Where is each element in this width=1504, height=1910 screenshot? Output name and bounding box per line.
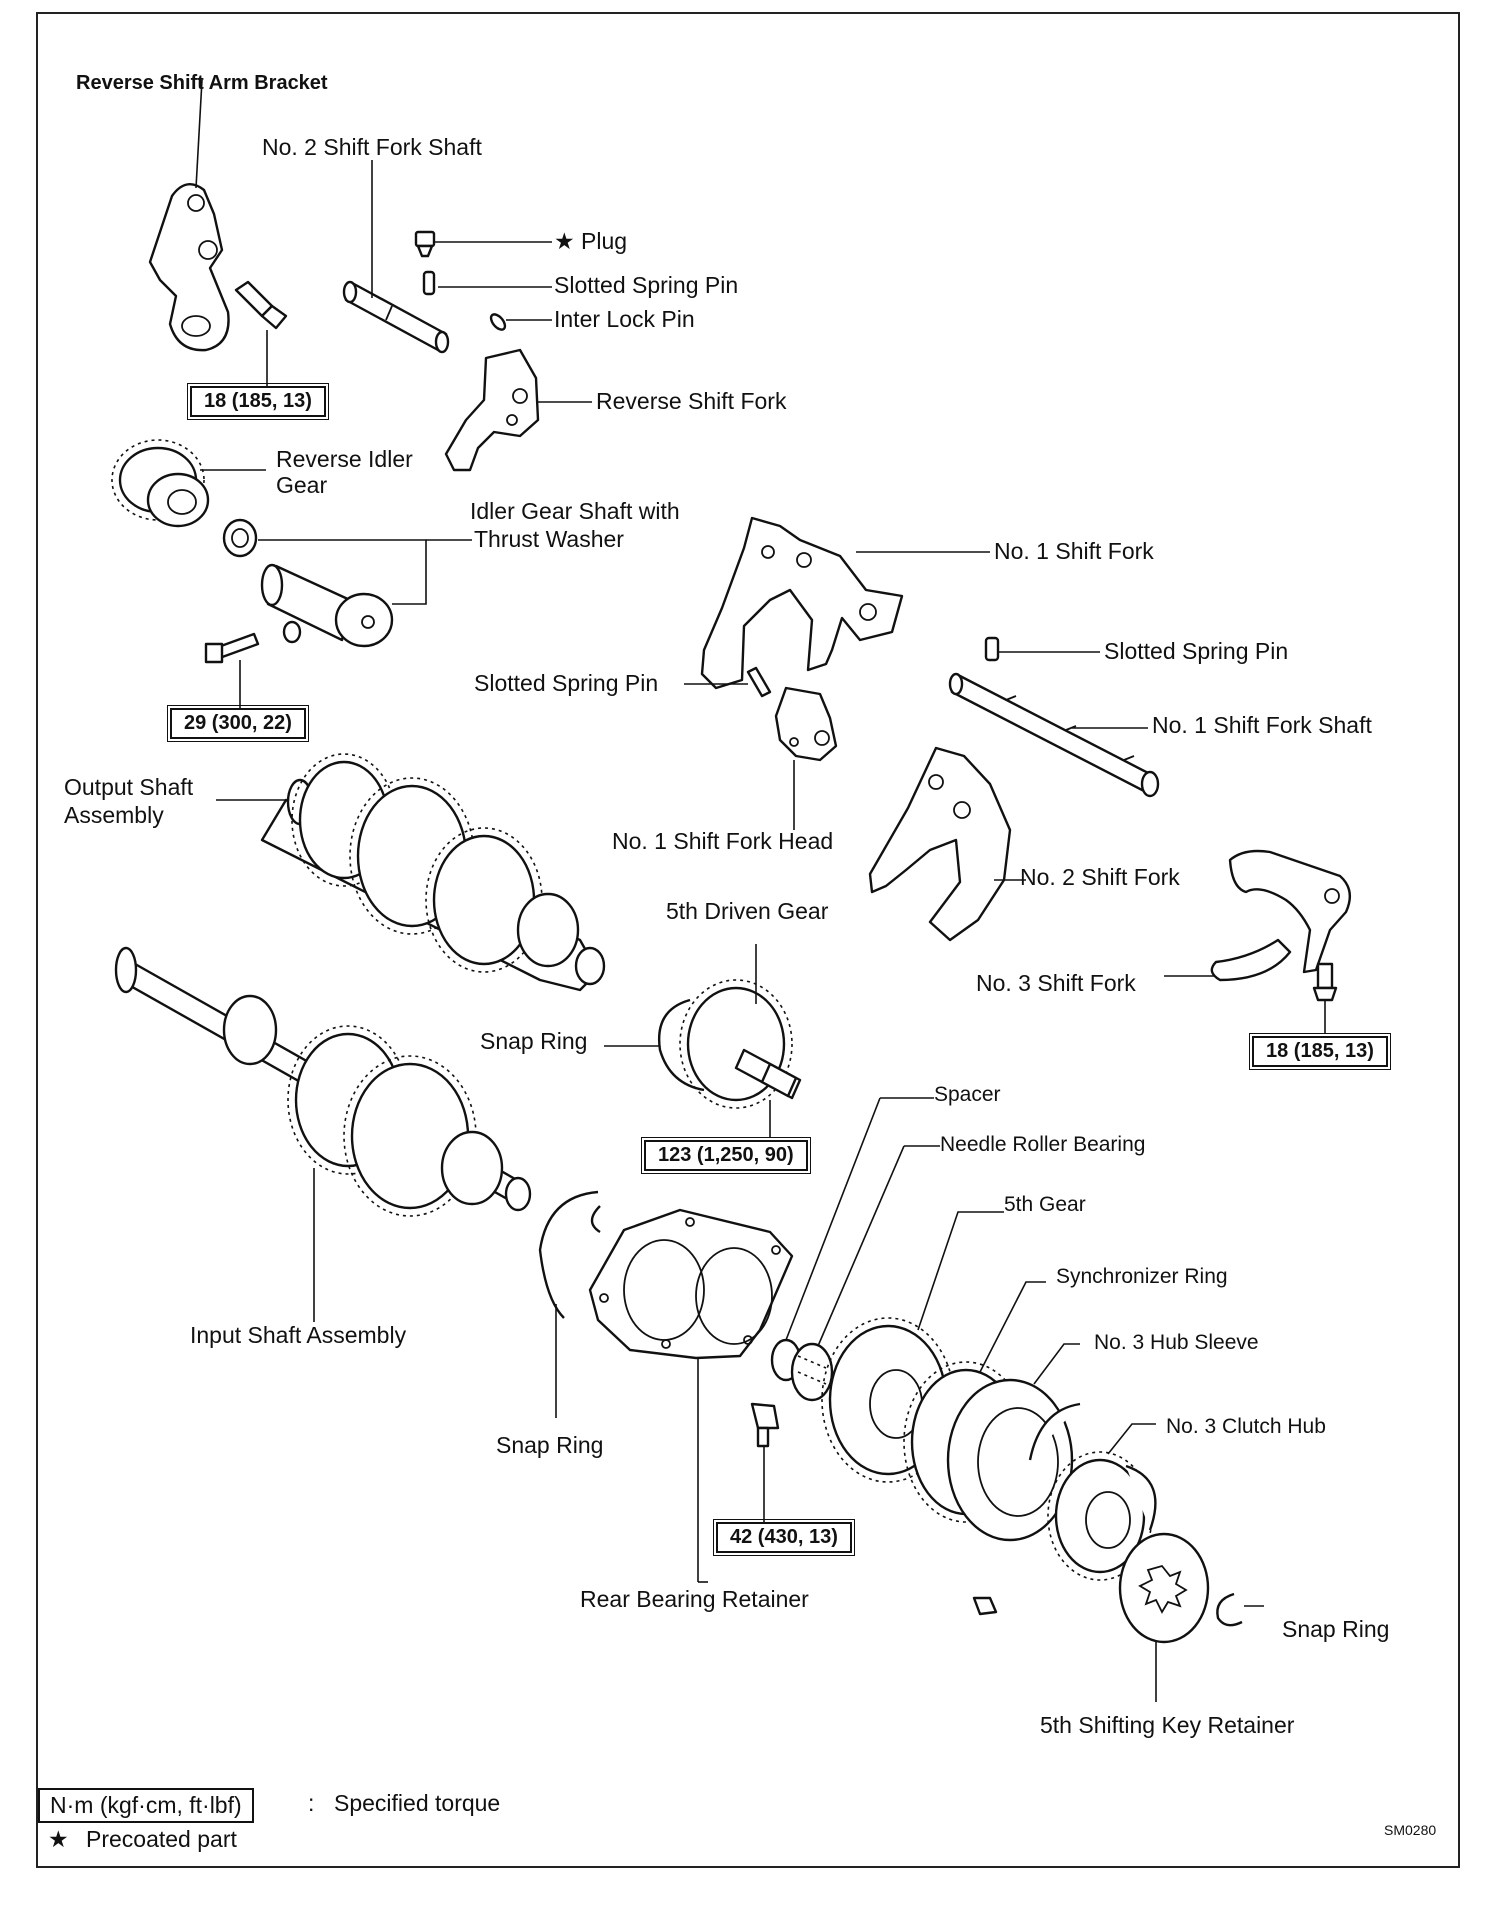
idler-bolt-part <box>204 632 260 664</box>
label-slotted-spring-pin-top: Slotted Spring Pin <box>554 272 739 298</box>
legend-precoated-part: Precoated part <box>86 1826 237 1852</box>
label-fifth-driven-gear: 5th Driven Gear <box>666 898 829 924</box>
torque-idler-bolt: 29 (300, 22) <box>167 705 309 742</box>
legend-separator: : <box>308 1790 315 1816</box>
label-no3-shift-fork: No. 3 Shift Fork <box>976 970 1136 996</box>
no3-shift-fork-part <box>1210 849 1352 982</box>
label-idler-gear-shaft-line1: Idler Gear Shaft with <box>470 498 680 524</box>
snap-ring-lower-part <box>538 1190 601 1319</box>
label-reverse-shift-arm-bracket: Reverse Shift Arm Bracket <box>76 72 328 94</box>
idler-washer-part <box>282 620 302 644</box>
bracket-bolt-part <box>234 280 288 330</box>
snap-ring-right-part <box>1216 1592 1243 1627</box>
label-fifth-gear: 5th Gear <box>1004 1193 1086 1216</box>
legend-specified-torque: Specified torque <box>334 1790 501 1816</box>
key-spring-part <box>1028 1402 1081 1461</box>
torque-driven-gear-nut: 123 (1,250, 90) <box>641 1137 811 1174</box>
label-spacer: Spacer <box>934 1083 1001 1106</box>
slotted-spring-pin-mid-part <box>746 666 772 698</box>
label-inter-lock-pin: Inter Lock Pin <box>554 306 695 332</box>
no1-shift-fork-part <box>700 516 904 690</box>
inter-lock-pin-part <box>489 313 507 331</box>
torque-bracket-bolt: 18 (185, 13) <box>187 383 329 420</box>
label-no3-hub-sleeve: No. 3 Hub Sleeve <box>1094 1331 1259 1354</box>
label-slotted-spring-pin-right: Slotted Spring Pin <box>1104 638 1289 664</box>
label-output-shaft-line1: Output Shaft <box>64 774 194 800</box>
legend-star-icon: ★ <box>48 1826 69 1852</box>
label-snap-ring-right: Snap Ring <box>1282 1616 1390 1642</box>
label-synchronizer-ring: Synchronizer Ring <box>1056 1265 1228 1288</box>
needle-roller-bearing-part <box>790 1342 834 1402</box>
label-reverse-idler-gear-line2: Gear <box>276 472 328 498</box>
no1-shift-fork-head-part <box>774 686 838 762</box>
label-plug: ★ Plug <box>554 228 628 254</box>
no3-clutch-hub-part <box>1047 1451 1153 1581</box>
label-no2-shift-fork: No. 2 Shift Fork <box>1020 864 1180 890</box>
label-reverse-idler-gear-line1: Reverse Idler <box>276 446 413 472</box>
label-no1-shift-fork-head: No. 1 Shift Fork Head <box>612 828 834 854</box>
reverse-shift-fork-part <box>444 348 540 472</box>
torque-retainer-bolt: 42 (430, 13) <box>713 1519 855 1556</box>
idler-gear-shaft-part <box>260 563 394 648</box>
label-slotted-spring-pin-mid: Slotted Spring Pin <box>474 670 659 696</box>
label-idler-gear-shaft-line2: Thrust Washer <box>474 526 624 552</box>
no3-hub-sleeve-part <box>946 1378 1074 1542</box>
label-snap-ring-mid: Snap Ring <box>480 1028 588 1054</box>
no2-shift-fork-part <box>868 746 1012 942</box>
label-fifth-shifting-key-retainer: 5th Shifting Key Retainer <box>1040 1712 1295 1738</box>
rear-bearing-retainer-part <box>588 1208 794 1360</box>
label-no1-shift-fork: No. 1 Shift Fork <box>994 538 1154 564</box>
plug-part <box>414 230 436 258</box>
key-spring-2-part <box>1125 1464 1157 1531</box>
thrust-washer-part <box>222 518 258 558</box>
no2-shift-fork-shaft-part <box>342 280 450 354</box>
no1-shift-fork-shaft-part <box>948 672 1160 798</box>
input-shaft-assembly-part <box>114 946 532 1217</box>
retainer-bolt-part <box>750 1402 780 1448</box>
diagram-frame <box>36 12 1460 1868</box>
figure-code: SM0280 <box>1384 1822 1437 1838</box>
label-no3-clutch-hub: No. 3 Clutch Hub <box>1166 1415 1326 1438</box>
fifth-driven-gear-part <box>679 979 802 1109</box>
torque-fork3-bolt: 18 (185, 13) <box>1249 1033 1391 1070</box>
fork3-bolt-part <box>1312 962 1338 1002</box>
output-shaft-assembly-part <box>260 753 606 992</box>
reverse-shift-arm-bracket-part <box>148 183 230 352</box>
label-output-shaft-line2: Assembly <box>64 802 164 828</box>
shifting-key-part <box>972 1596 998 1616</box>
label-needle-roller-bearing: Needle Roller Bearing <box>940 1133 1146 1156</box>
reverse-idler-gear-part <box>111 439 210 528</box>
label-reverse-shift-fork: Reverse Shift Fork <box>596 388 787 414</box>
label-snap-ring-lower: Snap Ring <box>496 1432 604 1458</box>
fifth-shifting-key-retainer-part <box>1118 1532 1210 1644</box>
slotted-spring-pin-top-part <box>422 270 436 296</box>
label-rear-bearing-retainer: Rear Bearing Retainer <box>580 1586 809 1612</box>
label-no1-shift-fork-shaft: No. 1 Shift Fork Shaft <box>1152 712 1372 738</box>
slotted-spring-pin-right-part <box>984 636 1000 662</box>
label-no2-shift-fork-shaft: No. 2 Shift Fork Shaft <box>262 134 482 160</box>
legend-unit-box: N·m (kgf·cm, ft·lbf) <box>38 1788 254 1823</box>
label-input-shaft-assembly: Input Shaft Assembly <box>190 1322 407 1348</box>
